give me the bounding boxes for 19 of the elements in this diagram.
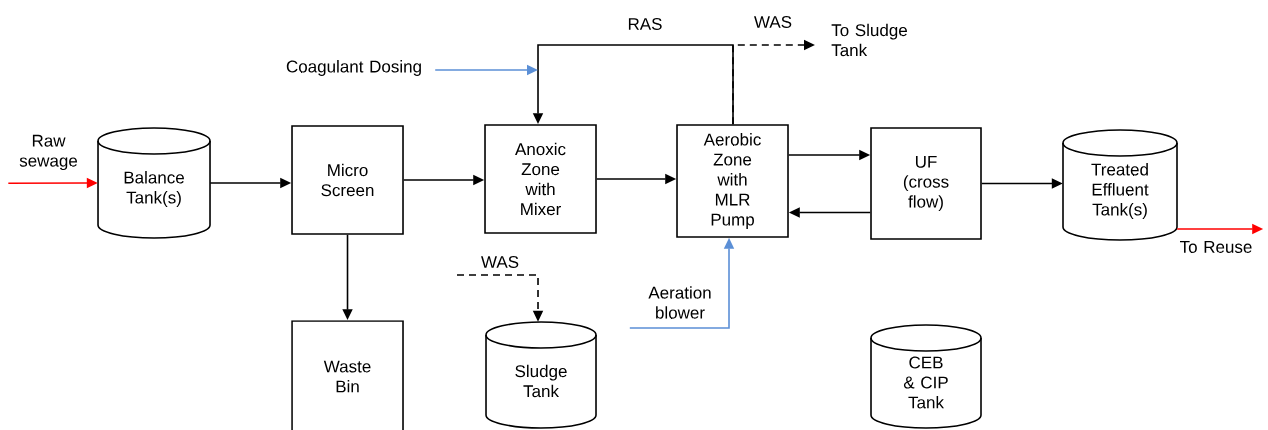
flow-label: To Sludge Tank <box>831 23 907 57</box>
tank-cylinder: CEB & CIP Tank <box>870 324 982 429</box>
edge-label: WAS <box>479 254 521 269</box>
tank-cylinder: Balance Tank(s) <box>97 127 211 239</box>
flow-label: To Reuse <box>1180 241 1252 253</box>
edge-label: WAS <box>752 14 794 29</box>
tank-cylinder: Treated Effluent Tank(s) <box>1062 129 1178 241</box>
tank-cylinder: Sludge Tank <box>485 321 597 429</box>
flow-label: Raw sewage <box>19 134 78 171</box>
flow-label: Coagulant Dosing <box>286 60 421 76</box>
process-box: Micro Screen <box>291 125 404 235</box>
edge-label: RAS <box>626 16 664 31</box>
process-box: Waste Bin <box>291 320 404 430</box>
process-box: Anoxic Zone with Mixer <box>484 124 597 234</box>
node-label: Sludge Tank <box>515 364 567 398</box>
process-box: Aerobic Zone with MLR Pump <box>676 124 789 238</box>
flow-label: Aeration blower <box>648 286 711 319</box>
process-box: UF (cross flow) <box>870 127 982 240</box>
node-label: CEB & CIP Tank <box>903 356 948 409</box>
